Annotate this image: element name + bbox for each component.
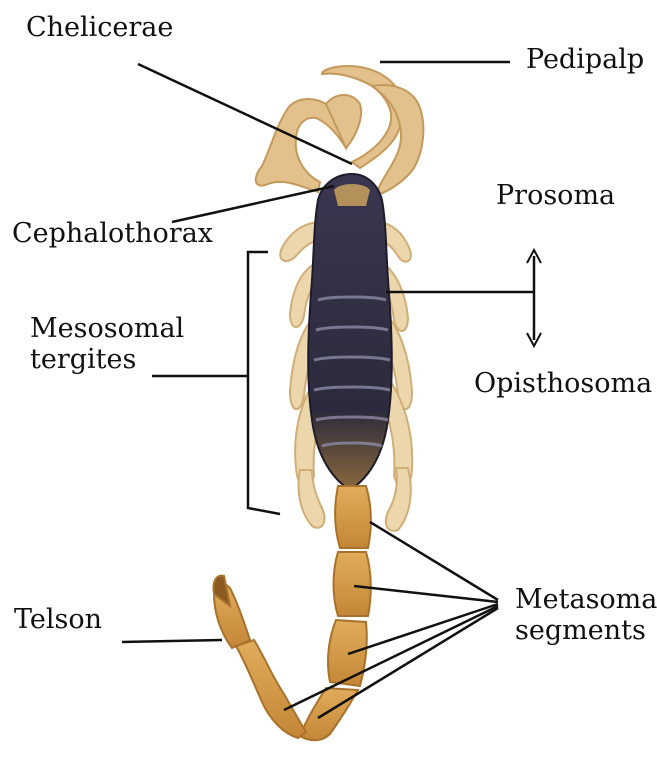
label-chelicerae: Chelicerae bbox=[26, 12, 173, 43]
body bbox=[308, 174, 392, 490]
label-mesosomal-line2: tergites bbox=[30, 344, 184, 375]
label-opisthosoma: Opisthosoma bbox=[474, 368, 652, 399]
tail bbox=[213, 486, 370, 740]
label-mesosomal-tergites: Mesosomal tergites bbox=[30, 313, 184, 375]
metasomal-leader-line-3 bbox=[348, 604, 498, 654]
label-prosoma: Prosoma bbox=[496, 180, 615, 211]
metasomal-leader-line-2 bbox=[354, 586, 498, 602]
label-metasomal-segments: Metasomal segments bbox=[515, 584, 657, 646]
label-telson: Telson bbox=[14, 604, 102, 635]
mesosoma-bracket bbox=[248, 252, 280, 514]
metasomal-leader-line-4 bbox=[284, 606, 498, 710]
cephalothorax-leader-line bbox=[172, 186, 334, 222]
label-mesosomal-line1: Mesosomal bbox=[30, 313, 184, 344]
label-metasomal-line1: Metasomal bbox=[515, 584, 657, 615]
telson-leader-line bbox=[122, 640, 222, 642]
label-metasomal-line2: segments bbox=[515, 615, 657, 646]
label-cephalothorax: Cephalothorax bbox=[12, 218, 213, 249]
label-pedipalp: Pedipalp bbox=[526, 44, 644, 75]
metasomal-leader-line-1 bbox=[370, 522, 498, 600]
